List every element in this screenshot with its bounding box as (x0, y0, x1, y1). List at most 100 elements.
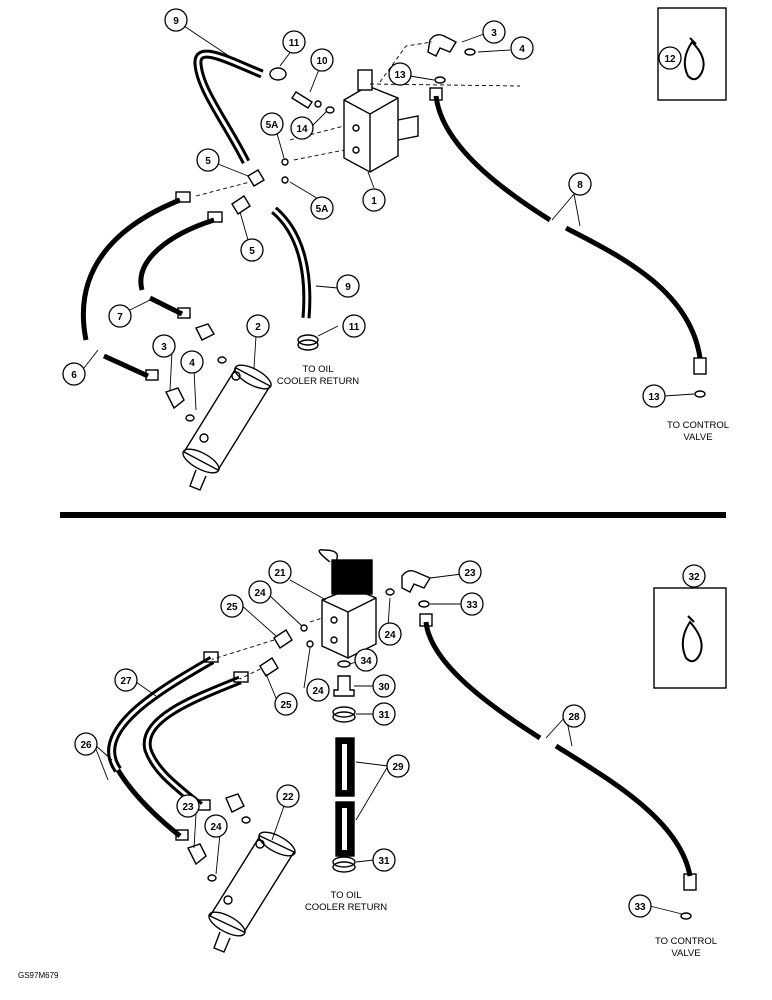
oring-34 (337, 660, 351, 668)
oring-24-left-b (306, 640, 314, 648)
valve-21 (321, 587, 377, 659)
strap-clip-32-icon (681, 620, 703, 663)
oring-13-bottom (694, 390, 706, 398)
valve-1 (343, 85, 399, 173)
fitting-25-bottom (259, 657, 279, 677)
callout-9-b: 9 (345, 282, 351, 293)
oring-33-bottom (680, 912, 692, 920)
fitting-5-bottom (231, 195, 251, 215)
callout-31-a: 31 (378, 710, 390, 721)
callout-28: 28 (568, 712, 580, 723)
callout-4-b: 4 (189, 358, 195, 369)
elbow-23-top (401, 569, 432, 593)
callout-12: 12 (664, 54, 676, 65)
hose-28 (423, 621, 542, 741)
clamp-11-top (269, 67, 287, 81)
inset-box-32 (653, 587, 727, 689)
bottom-callout-numbers: 21 23 32 25 24 33 24 34 27 25 24 30 31 2… (80, 568, 700, 913)
callout-4-a: 4 (519, 44, 525, 55)
callout-5a-a: 5A (266, 120, 279, 131)
callout-30: 30 (378, 682, 390, 693)
callout-24-a: 24 (254, 588, 266, 599)
elbow-3-top (427, 33, 457, 57)
top-section (80, 7, 727, 491)
clamp-11-bottom (297, 334, 319, 346)
callout-32: 32 (688, 572, 700, 583)
top-callout-numbers: 9 11 10 3 4 12 13 14 5A 5 1 5A 8 5 9 11 … (71, 16, 676, 403)
hose-6 (80, 197, 181, 341)
top-control-valve-label-1: TO CONTROL (667, 420, 729, 431)
top-labels: TO OIL COOLER RETURN TO CONTROL VALVE (277, 364, 729, 443)
callout-24-d: 24 (210, 822, 222, 833)
bottom-labels: TO OIL COOLER RETURN TO CONTROL VALVE (305, 890, 717, 959)
callout-21: 21 (274, 568, 286, 579)
top-control-valve-label-2: VALVE (683, 432, 712, 443)
bottom-control-valve-label-1: TO CONTROL (655, 936, 717, 947)
figure-code: GS97M679 (18, 971, 59, 980)
top-oil-cooler-label-1: TO OIL (303, 364, 334, 375)
callout-3-a: 3 (491, 28, 497, 39)
callout-29: 29 (392, 762, 404, 773)
callout-2: 2 (255, 322, 261, 333)
callout-26: 26 (80, 740, 92, 751)
top-callouts (62, 8, 682, 408)
callout-13-b: 13 (648, 392, 660, 403)
adapter-30 (333, 675, 355, 697)
callout-24-c: 24 (312, 686, 324, 697)
cylinder-22 (208, 835, 296, 933)
callout-9-a: 9 (173, 16, 179, 27)
callout-23-a: 23 (464, 568, 476, 579)
callout-25-a: 25 (226, 602, 238, 613)
callout-27: 27 (120, 676, 132, 687)
callout-22: 22 (282, 792, 294, 803)
bottom-oil-cooler-label-1: TO OIL (331, 890, 362, 901)
oring-24-left-a (300, 624, 308, 632)
elbow-3-lower-a (195, 323, 215, 341)
oring-14 (325, 106, 335, 114)
elbow-23-lower-b (187, 843, 207, 866)
top-oil-cooler-label-2: COOLER RETURN (277, 376, 359, 387)
elbow-23-lower-a (225, 793, 245, 813)
hose-9-lower (270, 206, 312, 319)
strap-clip-12-icon (683, 40, 705, 81)
oring-4-top (464, 48, 476, 56)
callout-34: 34 (360, 656, 372, 667)
callout-31-b: 31 (378, 856, 390, 867)
callout-5-a: 5 (205, 156, 211, 167)
callout-13-a: 13 (394, 70, 406, 81)
clamp-31-top (332, 706, 356, 718)
callout-14: 14 (296, 124, 308, 135)
callout-33-a: 33 (466, 600, 478, 611)
callout-33-b: 33 (634, 902, 646, 913)
hose-8 (433, 95, 552, 223)
solenoid-coil (331, 559, 373, 595)
hose-7 (138, 217, 215, 291)
callout-5-b: 5 (249, 246, 255, 257)
oring-33-top (418, 600, 430, 608)
callout-1: 1 (371, 196, 377, 207)
callout-6: 6 (71, 370, 77, 381)
inset-box-12 (657, 7, 727, 101)
cylinder-2 (183, 367, 271, 471)
callout-11-a: 11 (289, 38, 300, 49)
elbow-3-lower-b (165, 387, 185, 410)
bottom-section (93, 549, 727, 953)
clamp-31-bottom (332, 856, 356, 868)
section-divider (60, 512, 726, 518)
oring-5a-upper (281, 158, 289, 166)
callout-24-b: 24 (384, 630, 396, 641)
callout-8: 8 (577, 180, 583, 191)
callout-11-b: 11 (349, 322, 360, 333)
callout-10: 10 (316, 56, 328, 67)
bottom-callouts (74, 560, 706, 918)
fitting-5-top (247, 169, 265, 187)
oring-24-top-right (385, 588, 395, 596)
bottom-control-valve-label-2: VALVE (671, 948, 700, 959)
fitting-10 (291, 91, 313, 109)
callout-25-b: 25 (280, 700, 292, 711)
oring-13-top (434, 76, 446, 84)
oring-4-lower (217, 356, 227, 364)
oring-24-lower (241, 816, 251, 824)
bottom-oil-cooler-label-2: COOLER RETURN (305, 902, 387, 913)
